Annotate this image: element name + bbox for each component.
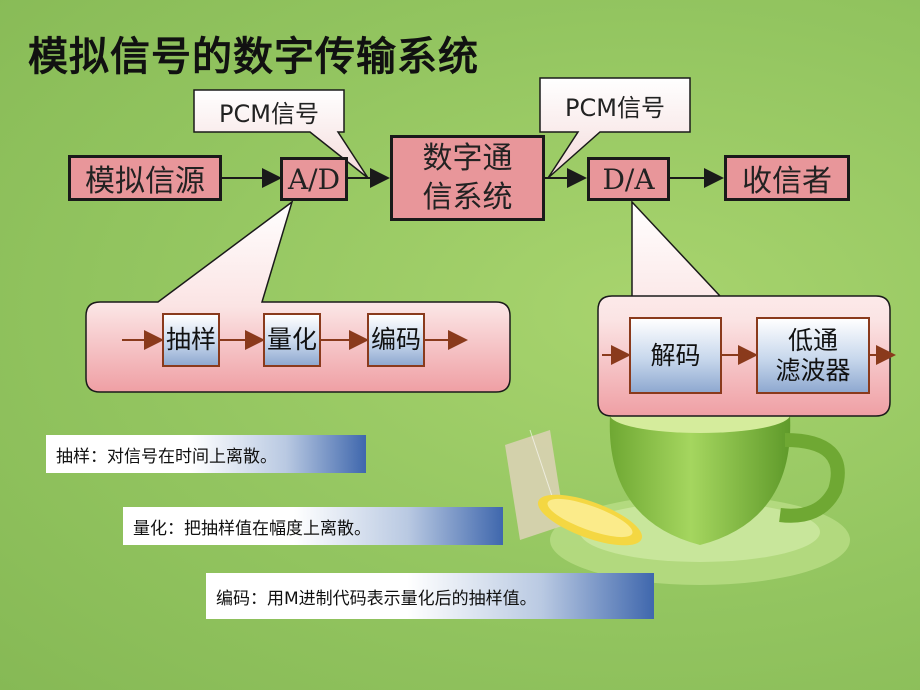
lowpass-line2: 滤波器 — [775, 355, 851, 385]
sampling-box: 抽样 — [162, 313, 220, 367]
analog-source-box: 模拟信源 — [68, 155, 222, 201]
digital-system-line2: 信系统 — [422, 180, 513, 215]
pcm-signal-label-right: PCM信号 — [565, 93, 665, 122]
quantization-note: 量化：把抽样值在幅度上离散。 — [123, 507, 503, 545]
da-converter-box: D/A — [587, 157, 670, 201]
lowpass-line1: 低通 — [787, 325, 838, 355]
tea-cup-illustration — [505, 397, 850, 585]
decoding-box: 解码 — [629, 317, 722, 394]
encoding-note: 编码：用M进制代码表示量化后的抽样值。 — [206, 573, 654, 619]
ad-converter-box: A/D — [280, 157, 348, 201]
sampling-note: 抽样：对信号在时间上离散。 — [46, 435, 366, 473]
digital-communication-system-box: 数字通 信系统 — [390, 135, 545, 221]
receiver-box: 收信者 — [724, 155, 850, 201]
digital-system-line1: 数字通 — [422, 141, 513, 176]
encoding-box: 编码 — [367, 313, 425, 367]
page-title: 模拟信号的数字传输系统 — [28, 34, 479, 80]
lowpass-filter-box: 低通 滤波器 — [756, 317, 870, 394]
quantization-box: 量化 — [263, 313, 321, 367]
pcm-signal-label-left: PCM信号 — [219, 99, 319, 128]
